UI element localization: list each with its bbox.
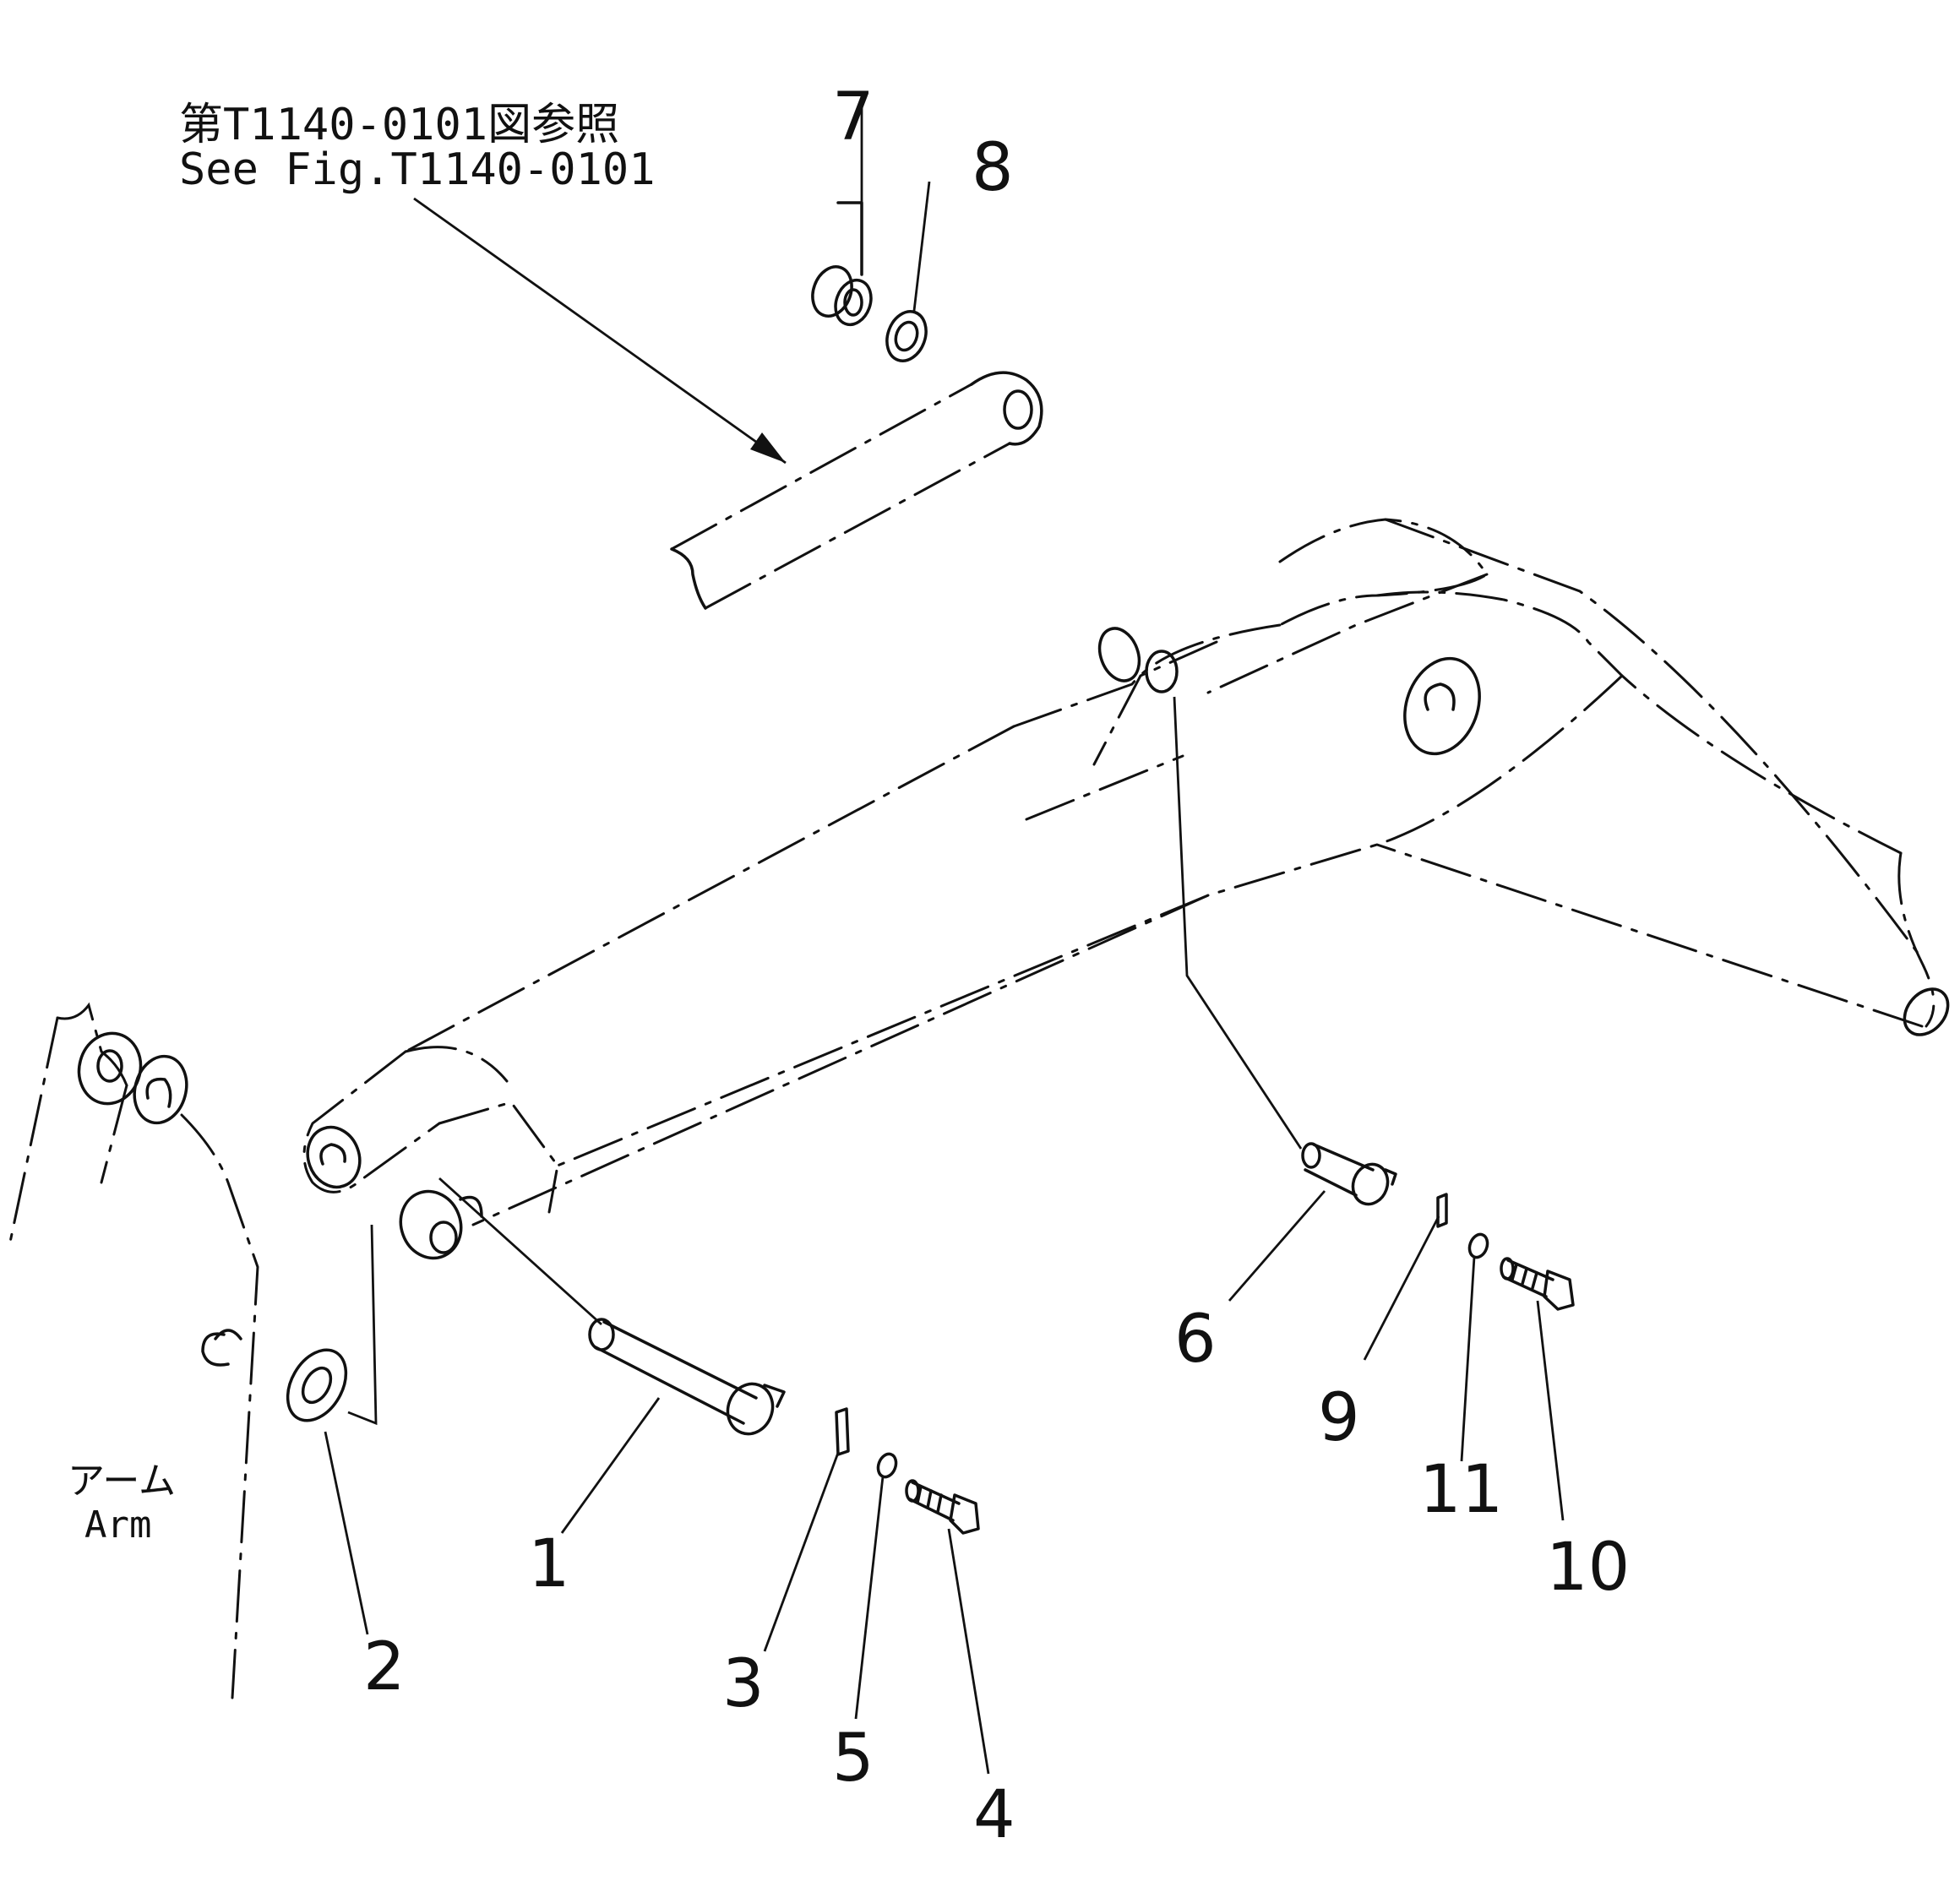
reference-arrow (413, 197, 787, 465)
shim-7 (811, 201, 873, 327)
leader-lines (324, 93, 1565, 1775)
callout-9: 9 (1318, 1380, 1360, 1456)
pin-6 (1173, 696, 1397, 1206)
plate-9 (1436, 1193, 1448, 1228)
bolt-4 (905, 1479, 980, 1535)
callout-4: 4 (973, 1777, 1015, 1853)
arm-label-en: Arm (84, 1503, 151, 1547)
plate-3 (835, 1407, 850, 1456)
bolt-10 (1500, 1257, 1575, 1311)
callout-7: 7 (832, 79, 874, 155)
reference-note-jp: 第T1140-0101図参照 (179, 100, 619, 150)
callout-6: 6 (1174, 1302, 1217, 1378)
callout-2: 2 (363, 1629, 406, 1705)
washer-2 (286, 1224, 378, 1426)
arm-outline (7, 1002, 259, 1699)
callout-3: 3 (722, 1646, 765, 1722)
callout-10: 10 (1546, 1530, 1630, 1606)
washer-8 (885, 310, 928, 362)
reference-note-en: See Fig.T1140-0101 (179, 144, 656, 195)
callout-5: 5 (832, 1721, 874, 1797)
callout-8: 8 (972, 130, 1014, 206)
washer-11 (1467, 1232, 1489, 1259)
washer-5 (876, 1452, 898, 1479)
cylinder-outline (670, 371, 1043, 610)
pin-1 (438, 1177, 786, 1436)
callout-1: 1 (528, 1526, 570, 1602)
arm-label-jp: アーム (68, 1460, 176, 1503)
boom-outline (302, 518, 1950, 1260)
callout-11: 11 (1419, 1452, 1503, 1528)
